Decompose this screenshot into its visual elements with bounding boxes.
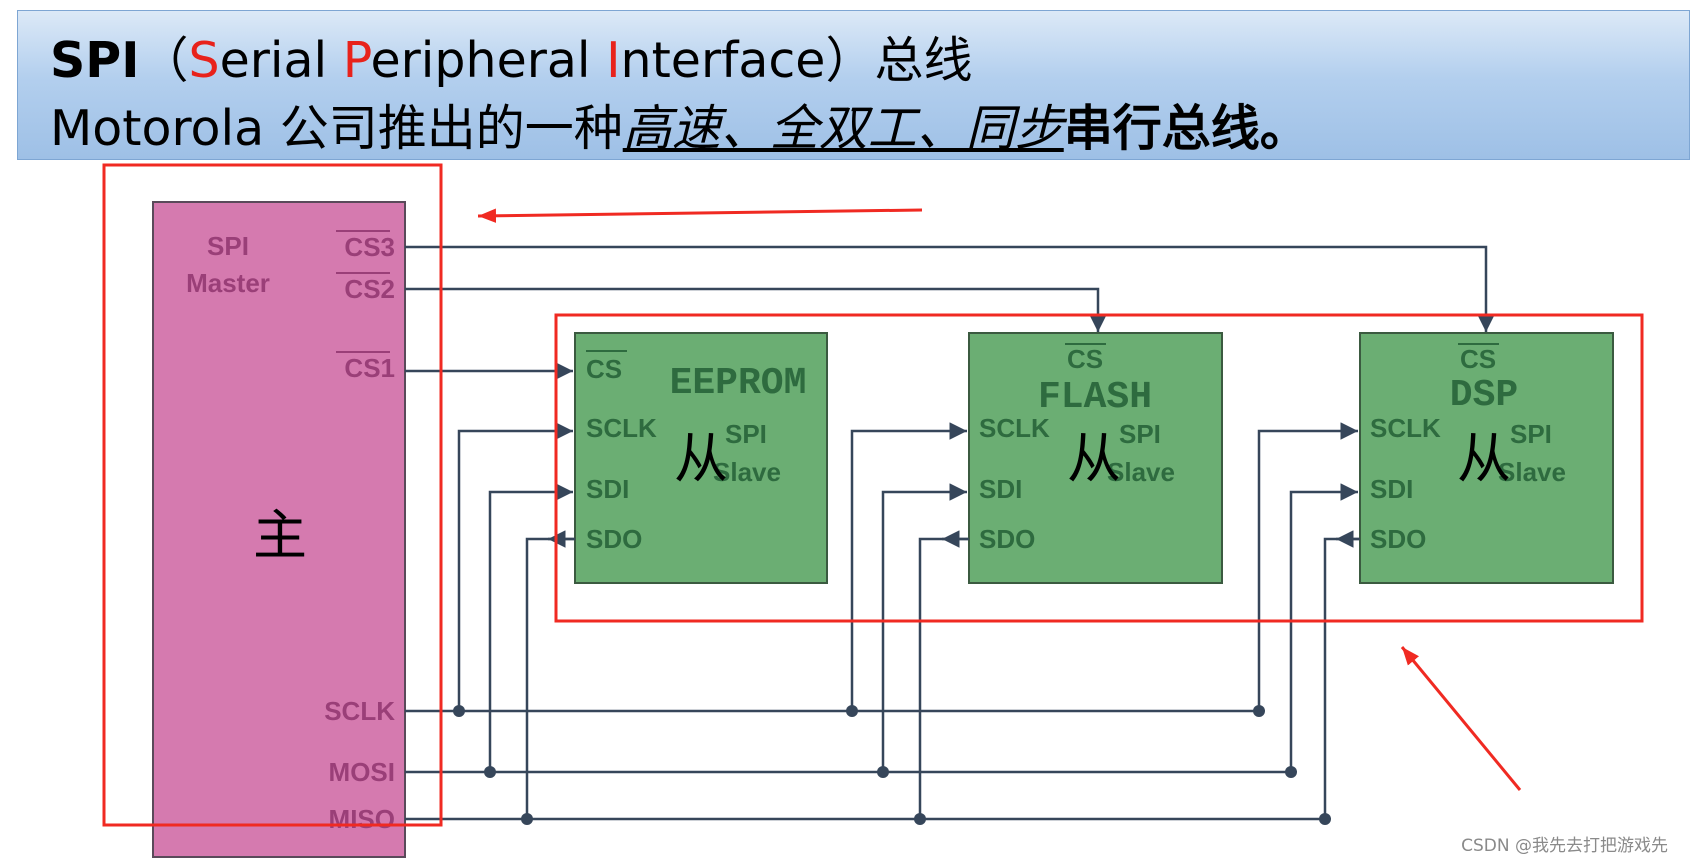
close-paren: ）	[825, 32, 875, 89]
flash-spi-label: SPI	[1119, 419, 1161, 449]
eeprom-pin-sdo: SDO	[586, 524, 642, 554]
eeprom-pin-sdi: SDI	[586, 474, 629, 504]
dsp-device-name: DSP	[1450, 374, 1518, 417]
spi-acronym: SPI	[50, 32, 140, 89]
master-annotation: 主	[253, 504, 307, 567]
junction-dots	[453, 705, 1331, 825]
title-banner: SPI（Serial Peripheral Interface）总线 Motor…	[17, 10, 1690, 160]
red-arrow-top	[477, 208, 923, 223]
bus-wires	[405, 245, 1495, 821]
master-title-master: Master	[186, 268, 270, 298]
description-prefix: Motorola 公司推出的一种	[50, 100, 623, 157]
dsp-pin-sclk: SCLK	[1370, 413, 1441, 443]
master-pin-cs2: CS2	[344, 274, 395, 304]
master-title-spi: SPI	[207, 231, 249, 261]
master-overbars	[336, 230, 390, 353]
feature-list: 高速、全双工、同步	[622, 100, 1064, 157]
eeprom-spi-label: SPI	[725, 419, 767, 449]
flash-pin-sdi: SDI	[979, 474, 1022, 504]
cs3-line	[405, 245, 1495, 332]
slaves-highlight-box	[554, 313, 1644, 623]
eeprom-device-name: EEPROM	[670, 362, 807, 405]
eeprom-pin-sclk: SCLK	[586, 413, 657, 443]
letter-i: I	[606, 32, 621, 89]
title-line-2: Motorola 公司推出的一种高速、全双工、同步串行总线。	[50, 99, 1309, 159]
flash-slave-label: Slave	[1107, 457, 1175, 487]
master-pin-mosi: MOSI	[329, 757, 395, 787]
letter-s: S	[188, 32, 220, 89]
eeprom-slave-label: Slave	[713, 457, 781, 487]
dsp-pin-sdo: SDO	[1370, 524, 1426, 554]
dsp-pin-sdi: SDI	[1370, 474, 1413, 504]
eeprom-annotation: 从	[674, 427, 728, 490]
slave-flash	[968, 332, 1223, 584]
title-line-1: SPI（Serial Peripheral Interface）总线	[50, 31, 973, 91]
master-pin-sclk: SCLK	[324, 696, 395, 726]
dsp-pin-cs: CS	[1460, 344, 1496, 374]
master-highlight-box	[102, 163, 443, 827]
flash-pin-sdo: SDO	[979, 524, 1035, 554]
red-arrow-bottom	[1400, 646, 1522, 791]
word-bus: 总线	[874, 32, 973, 89]
word-erial: erial	[219, 32, 343, 89]
cs2-line	[405, 287, 1107, 332]
open-paren: （	[139, 32, 189, 89]
flash-pin-sclk: SCLK	[979, 413, 1050, 443]
word-eripheral: eripheral	[370, 32, 607, 89]
master-pin-cs3: CS3	[344, 232, 395, 262]
dsp-slave-label: Slave	[1498, 457, 1566, 487]
flash-device-name: FLASH	[1038, 376, 1152, 419]
word-nterface: nterface	[620, 32, 826, 89]
slave-dsp	[1359, 332, 1614, 584]
flash-pin-cs: CS	[1067, 344, 1103, 374]
eeprom-pin-cs: CS	[586, 354, 622, 384]
watermark: CSDN @我先去打把游戏先	[1461, 836, 1668, 856]
dsp-spi-label: SPI	[1510, 419, 1552, 449]
master-pin-cs1: CS1	[344, 353, 395, 383]
slave-eeprom	[574, 332, 828, 584]
master-pin-miso: MISO	[329, 804, 395, 834]
dsp-annotation: 从	[1457, 427, 1511, 490]
letter-p: P	[342, 32, 371, 89]
slave-cs-overbars	[586, 343, 1499, 352]
spi-master-block	[152, 201, 406, 858]
description-suffix: 串行总线。	[1063, 100, 1309, 157]
flash-annotation: 从	[1067, 427, 1121, 490]
